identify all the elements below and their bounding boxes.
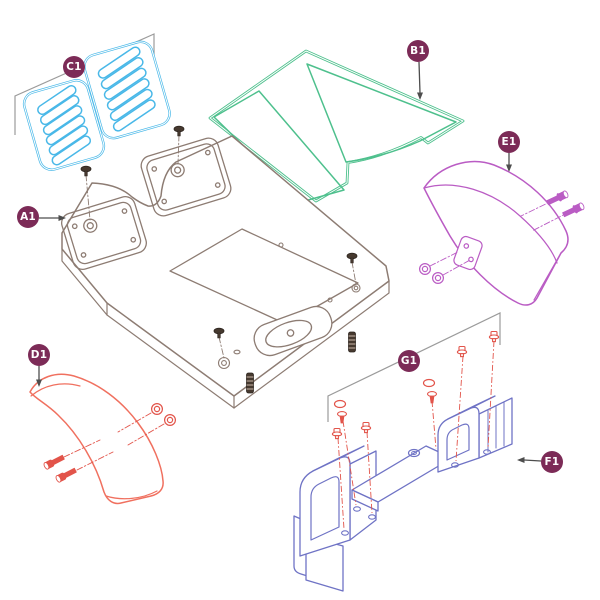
floor-mat <box>208 49 465 203</box>
pedal-pad-left <box>22 79 106 171</box>
fender-screw <box>546 190 585 218</box>
label-arrow-f1 <box>523 459 542 462</box>
threaded-stud <box>246 372 254 394</box>
plate-fold-flange <box>61 248 390 409</box>
part-label-e1: E1 <box>498 131 520 153</box>
fender-nut <box>419 263 445 285</box>
part-label-d1: D1 <box>28 344 50 366</box>
threaded-stud <box>348 331 356 353</box>
flat-head-screw <box>80 125 358 339</box>
label-arrows <box>36 61 542 463</box>
countersunk-screw <box>336 391 438 424</box>
part-label-b1: B1 <box>407 40 429 62</box>
floorboard-plate <box>61 125 390 409</box>
washer <box>422 378 436 388</box>
part-label-a1: A1 <box>17 206 39 228</box>
plate-screws <box>80 125 358 359</box>
fender-screw <box>43 454 77 483</box>
plate-holes <box>217 242 361 370</box>
bracket-hardware-set <box>331 330 500 530</box>
bracket-holes <box>341 449 491 536</box>
label-arrow-b1 <box>418 61 421 94</box>
part-label-c1: C1 <box>63 56 85 78</box>
part-label-f1: F1 <box>541 451 563 473</box>
flange-bolt <box>331 330 500 440</box>
pedal-pad-right <box>83 40 171 140</box>
caster-pod <box>253 305 333 357</box>
part-label-g1: G1 <box>398 350 420 372</box>
mat-hex-strip-right <box>306 63 457 163</box>
fender-nut <box>151 403 177 427</box>
bracket-channel-left <box>299 445 377 557</box>
pedal-mount-left <box>61 195 147 271</box>
washer <box>333 399 347 409</box>
bracket-channel-right <box>437 395 513 473</box>
fender-purple <box>419 160 585 306</box>
fender-red <box>29 373 177 505</box>
fender-mount-plate <box>453 235 483 271</box>
wheel-bracket-assembly <box>293 395 513 592</box>
